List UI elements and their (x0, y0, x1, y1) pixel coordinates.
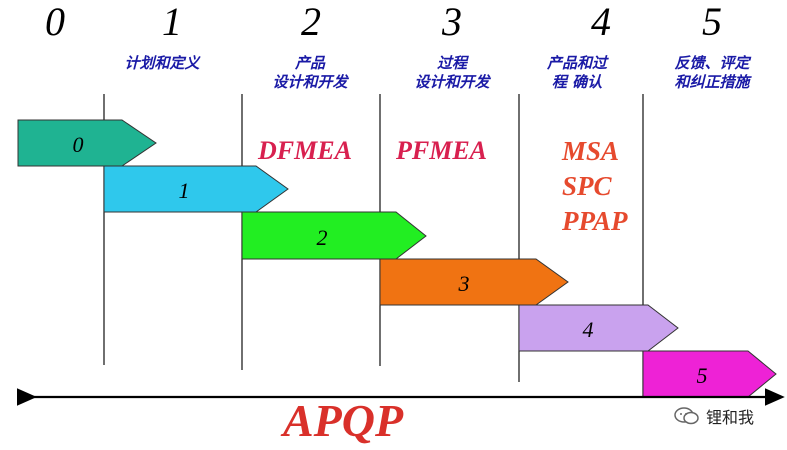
phase-arrow-4-label: 4 (583, 317, 594, 342)
tool-pfmea: PFMEA (396, 136, 488, 165)
phase-arrow-5-label: 5 (697, 363, 708, 388)
phase-arrow-2 (241, 211, 427, 260)
phase-label-4-line-1: 产品和过 (546, 54, 607, 72)
phase-label-5: 反馈、评定 和纠正措施 (647, 54, 777, 92)
watermark: 锂和我 (674, 404, 754, 428)
tool-dfmea: DFMEA (258, 136, 352, 165)
phase-arrow-1 (103, 165, 289, 213)
phase-arrow-5 (642, 350, 777, 398)
phase-label-3: 过程 设计和开发 (387, 54, 517, 92)
wechat-icon (674, 407, 699, 425)
phase-arrow-3-label: 3 (458, 271, 470, 296)
phase-label-2: 产品 设计和开发 (245, 54, 375, 92)
phase-number-5: 5 (702, 0, 722, 44)
phase-label-2-line-2: 设计和开发 (272, 73, 348, 91)
phase-arrow-4 (518, 304, 679, 352)
phase-label-1: 计划和定义 (97, 54, 227, 73)
tool-stack-phase-4: MSA SPC PPAP (562, 138, 627, 243)
phase-arrow-0 (17, 119, 157, 167)
phase-arrow-2-label: 2 (317, 225, 328, 250)
tool-spc: SPC (562, 171, 612, 201)
phase-number-2: 2 (301, 0, 321, 44)
watermark-text: 锂和我 (706, 408, 755, 427)
phase-number-3: 3 (442, 0, 462, 44)
phase-label-3-line-1: 过程 (436, 54, 467, 72)
phase-label-4: 产品和过 程 确认 (512, 54, 642, 92)
tool-msa: MSA (562, 136, 620, 166)
phase-number-0: 0 (45, 0, 65, 44)
phase-label-3-line-2: 设计和开发 (414, 73, 490, 91)
phase-label-1-line-1: 计划和定义 (124, 54, 200, 72)
tool-ppap: PPAP (562, 206, 628, 236)
phase-number-4: 4 (591, 0, 611, 44)
phase-arrow-3 (379, 258, 569, 306)
apqp-title: APQP (283, 395, 404, 446)
phase-number-1: 1 (162, 0, 182, 44)
phase-label-5-line-1: 反馈、评定 (674, 54, 750, 72)
phase-label-4-line-2: 程 确认 (551, 73, 603, 91)
phase-label-5-line-2: 和纠正措施 (674, 73, 750, 91)
phase-arrow-0-label: 0 (73, 132, 84, 157)
phase-label-2-line-1: 产品 (294, 54, 325, 72)
phase-arrow-1-label: 1 (179, 178, 190, 203)
